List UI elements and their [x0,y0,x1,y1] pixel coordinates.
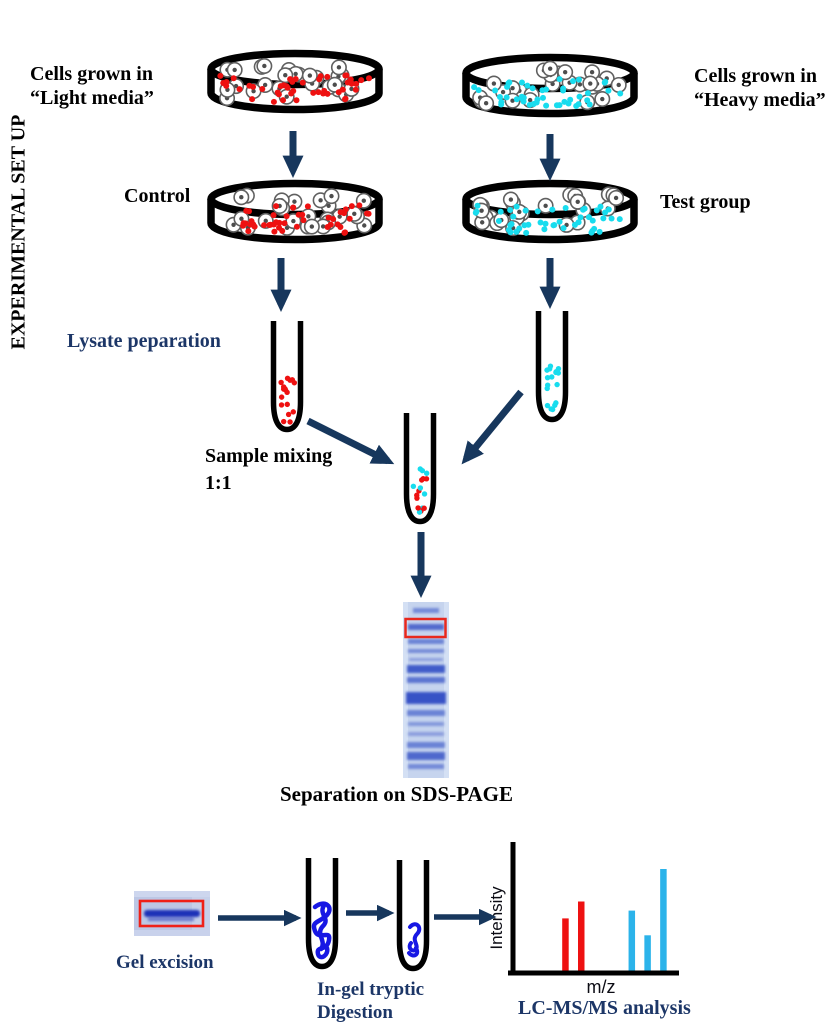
ingel-digestion-label: In-gel tryptic Digestion [317,978,424,1024]
ms-spectrum-plot [508,842,679,976]
ms-spectrum-bars [562,869,667,973]
peptide-squiggle-small [407,922,422,958]
tube-light-lysate [270,321,304,433]
arrow-heavy-lysate-to-mix [461,389,524,465]
lcms-analysis-label: LC-MS/MS analysis [518,997,691,1019]
tube-outline [270,321,304,433]
gel-band-selection-box [404,617,447,639]
excised-gel-piece [134,891,210,936]
heavy-media-label: Cells grown in “Heavy media” [694,64,826,112]
ingel-digestion-line2: Digestion [317,1002,393,1023]
light-media-label-line2: “Light media” [30,87,154,109]
tube-heavy-lysate [535,311,569,423]
tube-ingel-digestion-1 [305,858,339,970]
tube-outline [396,860,430,972]
light-media-label: Cells grown in “Light media” [30,62,154,110]
heavy-media-label-line2: “Heavy media” [694,89,826,111]
lysate-preparation-label: Lysate peparation [67,330,221,352]
tube-ingel-digestion-2 [396,860,430,972]
sample-mixing-label: Sample mixing 1:1 [205,443,332,497]
tube-mixed-sample [403,413,437,525]
intensity-axis-label: Intensity [487,886,506,950]
ingel-digestion-line1: In-gel tryptic [317,979,425,1000]
petri-dish-test-group [462,179,638,244]
section-label-vertical: EXPERIMENTAL SET UP [7,114,30,350]
sds-page-label: Separation on SDS-PAGE [280,782,513,806]
heavy-media-label-line1: Cells grown in [694,65,817,87]
excised-gel-edge-bottom [134,930,210,936]
gel-bands [406,608,446,769]
control-label: Control [124,185,191,207]
mz-axis-label: m/z [586,977,616,997]
sample-mixing-ratio: 1:1 [205,472,232,494]
sample-mixing-line1: Sample mixing [205,445,333,467]
test-group-label: Test group [660,191,751,213]
petri-dish-heavy-media [462,53,638,118]
excised-band [144,910,200,921]
sds-page-gel-lane [403,602,449,778]
excised-gel-edge-top [134,891,210,897]
gel-excision-label: Gel excision [116,952,214,973]
protein-squiggle-large [311,901,332,960]
petri-dish-light-media [207,49,383,114]
gel-lane-center [408,602,444,778]
light-media-label-line1: Cells grown in [30,63,153,85]
excision-selection-box [138,899,205,928]
petri-dish-control [207,179,383,244]
